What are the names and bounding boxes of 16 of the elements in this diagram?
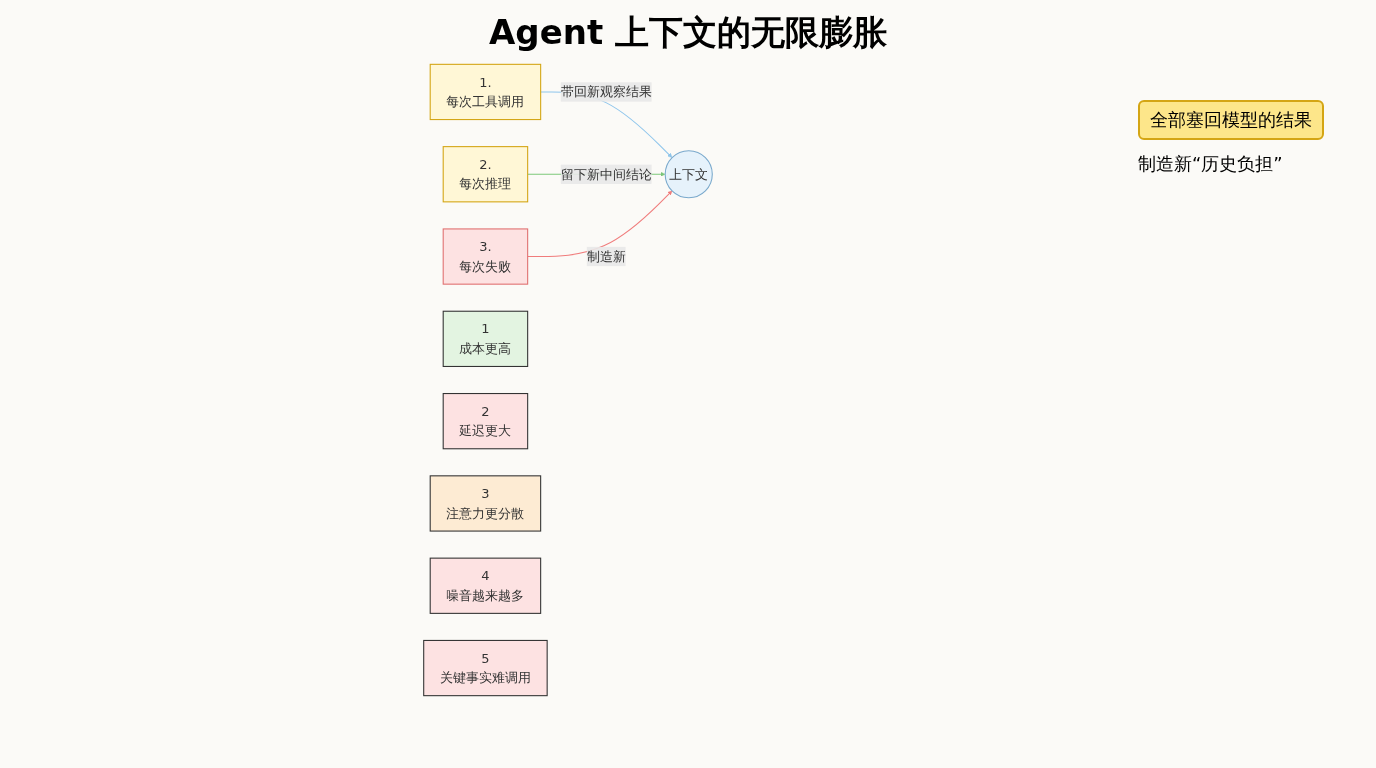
note-text: 制造新“历史负担” [1138, 152, 1283, 176]
edge-label: 留下新中间结论 [560, 166, 652, 182]
node-box: 2. 每次推理 [442, 146, 529, 203]
node-circle: 上下文 [664, 150, 713, 199]
banner-label: 全部塞回模型的结果 [1138, 100, 1324, 140]
node-box: 3. 每次失败 [442, 228, 529, 285]
node-box: 5 关键事实难调用 [423, 639, 548, 697]
title: Agent 上下文的无限膨胀 [488, 11, 888, 54]
node-box: 1. 每次工具调用 [429, 63, 542, 121]
node-box: 1 成本更高 [442, 310, 529, 367]
node-box: 3 注意力更分散 [429, 475, 542, 532]
edge-label: 制造新 [586, 248, 626, 265]
arrow [527, 190, 673, 258]
node-box: 4 噪音越来越多 [429, 557, 542, 614]
node-box: 2 延迟更大 [442, 393, 529, 450]
edge-label: 带回新观察结果 [560, 84, 652, 100]
